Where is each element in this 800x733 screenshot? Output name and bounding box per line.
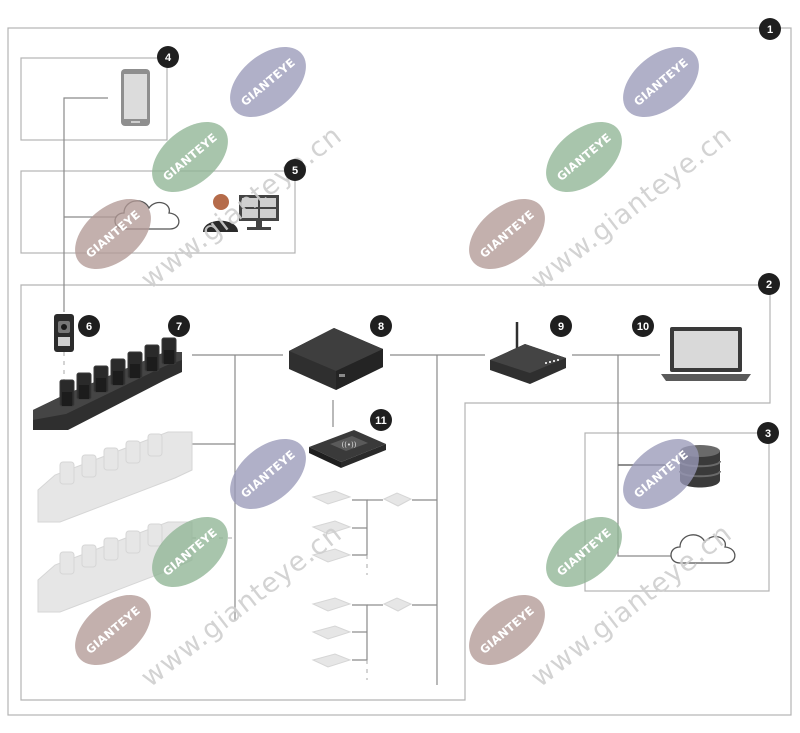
watermark-badge: GIANTEYE [230,46,306,118]
badge-mobile-app: 4 [157,46,179,68]
ghost-dock-a-slots [59,433,163,485]
badge-router: 9 [550,315,572,337]
watermark-badge: GIANTEYE [75,198,151,270]
laptop-icon [661,327,751,381]
ghost-hub-a [382,492,413,507]
ghost-dock-b-slots [59,523,163,575]
ghost-devices [37,431,413,668]
badge-label: 1 [767,24,773,36]
docking-station-icon [33,337,182,430]
watermark-badge: GIANTEYE [623,46,699,118]
badge-label: 5 [292,165,298,177]
wire-trunk-to-camera [63,97,108,312]
operator-monitor-icon [203,194,279,232]
storage-cloud-icon [670,534,736,564]
watermark-badge: GIANTEYE [469,594,545,666]
badge-card-reader: 11 [370,409,392,431]
badge-docking-station: 7 [168,315,190,337]
ghost-camera-group-a [311,490,352,563]
badge-label: 4 [165,52,172,64]
watermark-badge: GIANTEYE [546,121,622,193]
watermark-badge: GIANTEYE [75,594,151,666]
badge-remote-operator: 5 [284,159,306,181]
smartphone-icon [121,69,150,126]
badge-label: 9 [558,321,564,333]
badges: 1 2 3 4 5 6 7 8 9 10 11 [78,18,781,444]
watermark-badge: GIANTEYE [546,516,622,588]
wifi-router-icon [490,322,566,384]
watermark-badge: GIANTEYE [152,516,228,588]
badge-local-network: 2 [758,273,780,295]
mobile-app-frame [20,57,168,141]
badge-laptop: 10 [632,315,654,337]
badge-label: 3 [765,428,771,440]
watermark-badge: GIANTEYE [230,438,306,510]
storage-frame [584,432,770,592]
watermark-badge: GIANTEYE [623,438,699,510]
system-controller-icon [289,328,383,390]
badge-body-camera: 6 [78,315,100,337]
watermark-badge: GIANTEYE [152,121,228,193]
wire-router-cloud [617,355,672,557]
ghost-camera-group-b [311,597,352,668]
badge-label: 6 [86,321,92,333]
badge-storage-area: 3 [757,422,779,444]
badge-label: 2 [766,279,772,291]
badge-label: 7 [176,321,182,333]
svg-text:((•)): ((•)) [341,441,356,449]
badge-system-controller: 8 [370,315,392,337]
badge-label: 8 [378,321,384,333]
watermark-badge: GIANTEYE [469,198,545,270]
card-reader-icon: ((•)) [309,430,386,468]
ghost-hub-b [382,597,413,612]
badge-label: 10 [637,321,649,333]
badge-label: 11 [375,415,387,427]
badge-system: 1 [759,18,781,40]
system-frame [7,27,792,716]
